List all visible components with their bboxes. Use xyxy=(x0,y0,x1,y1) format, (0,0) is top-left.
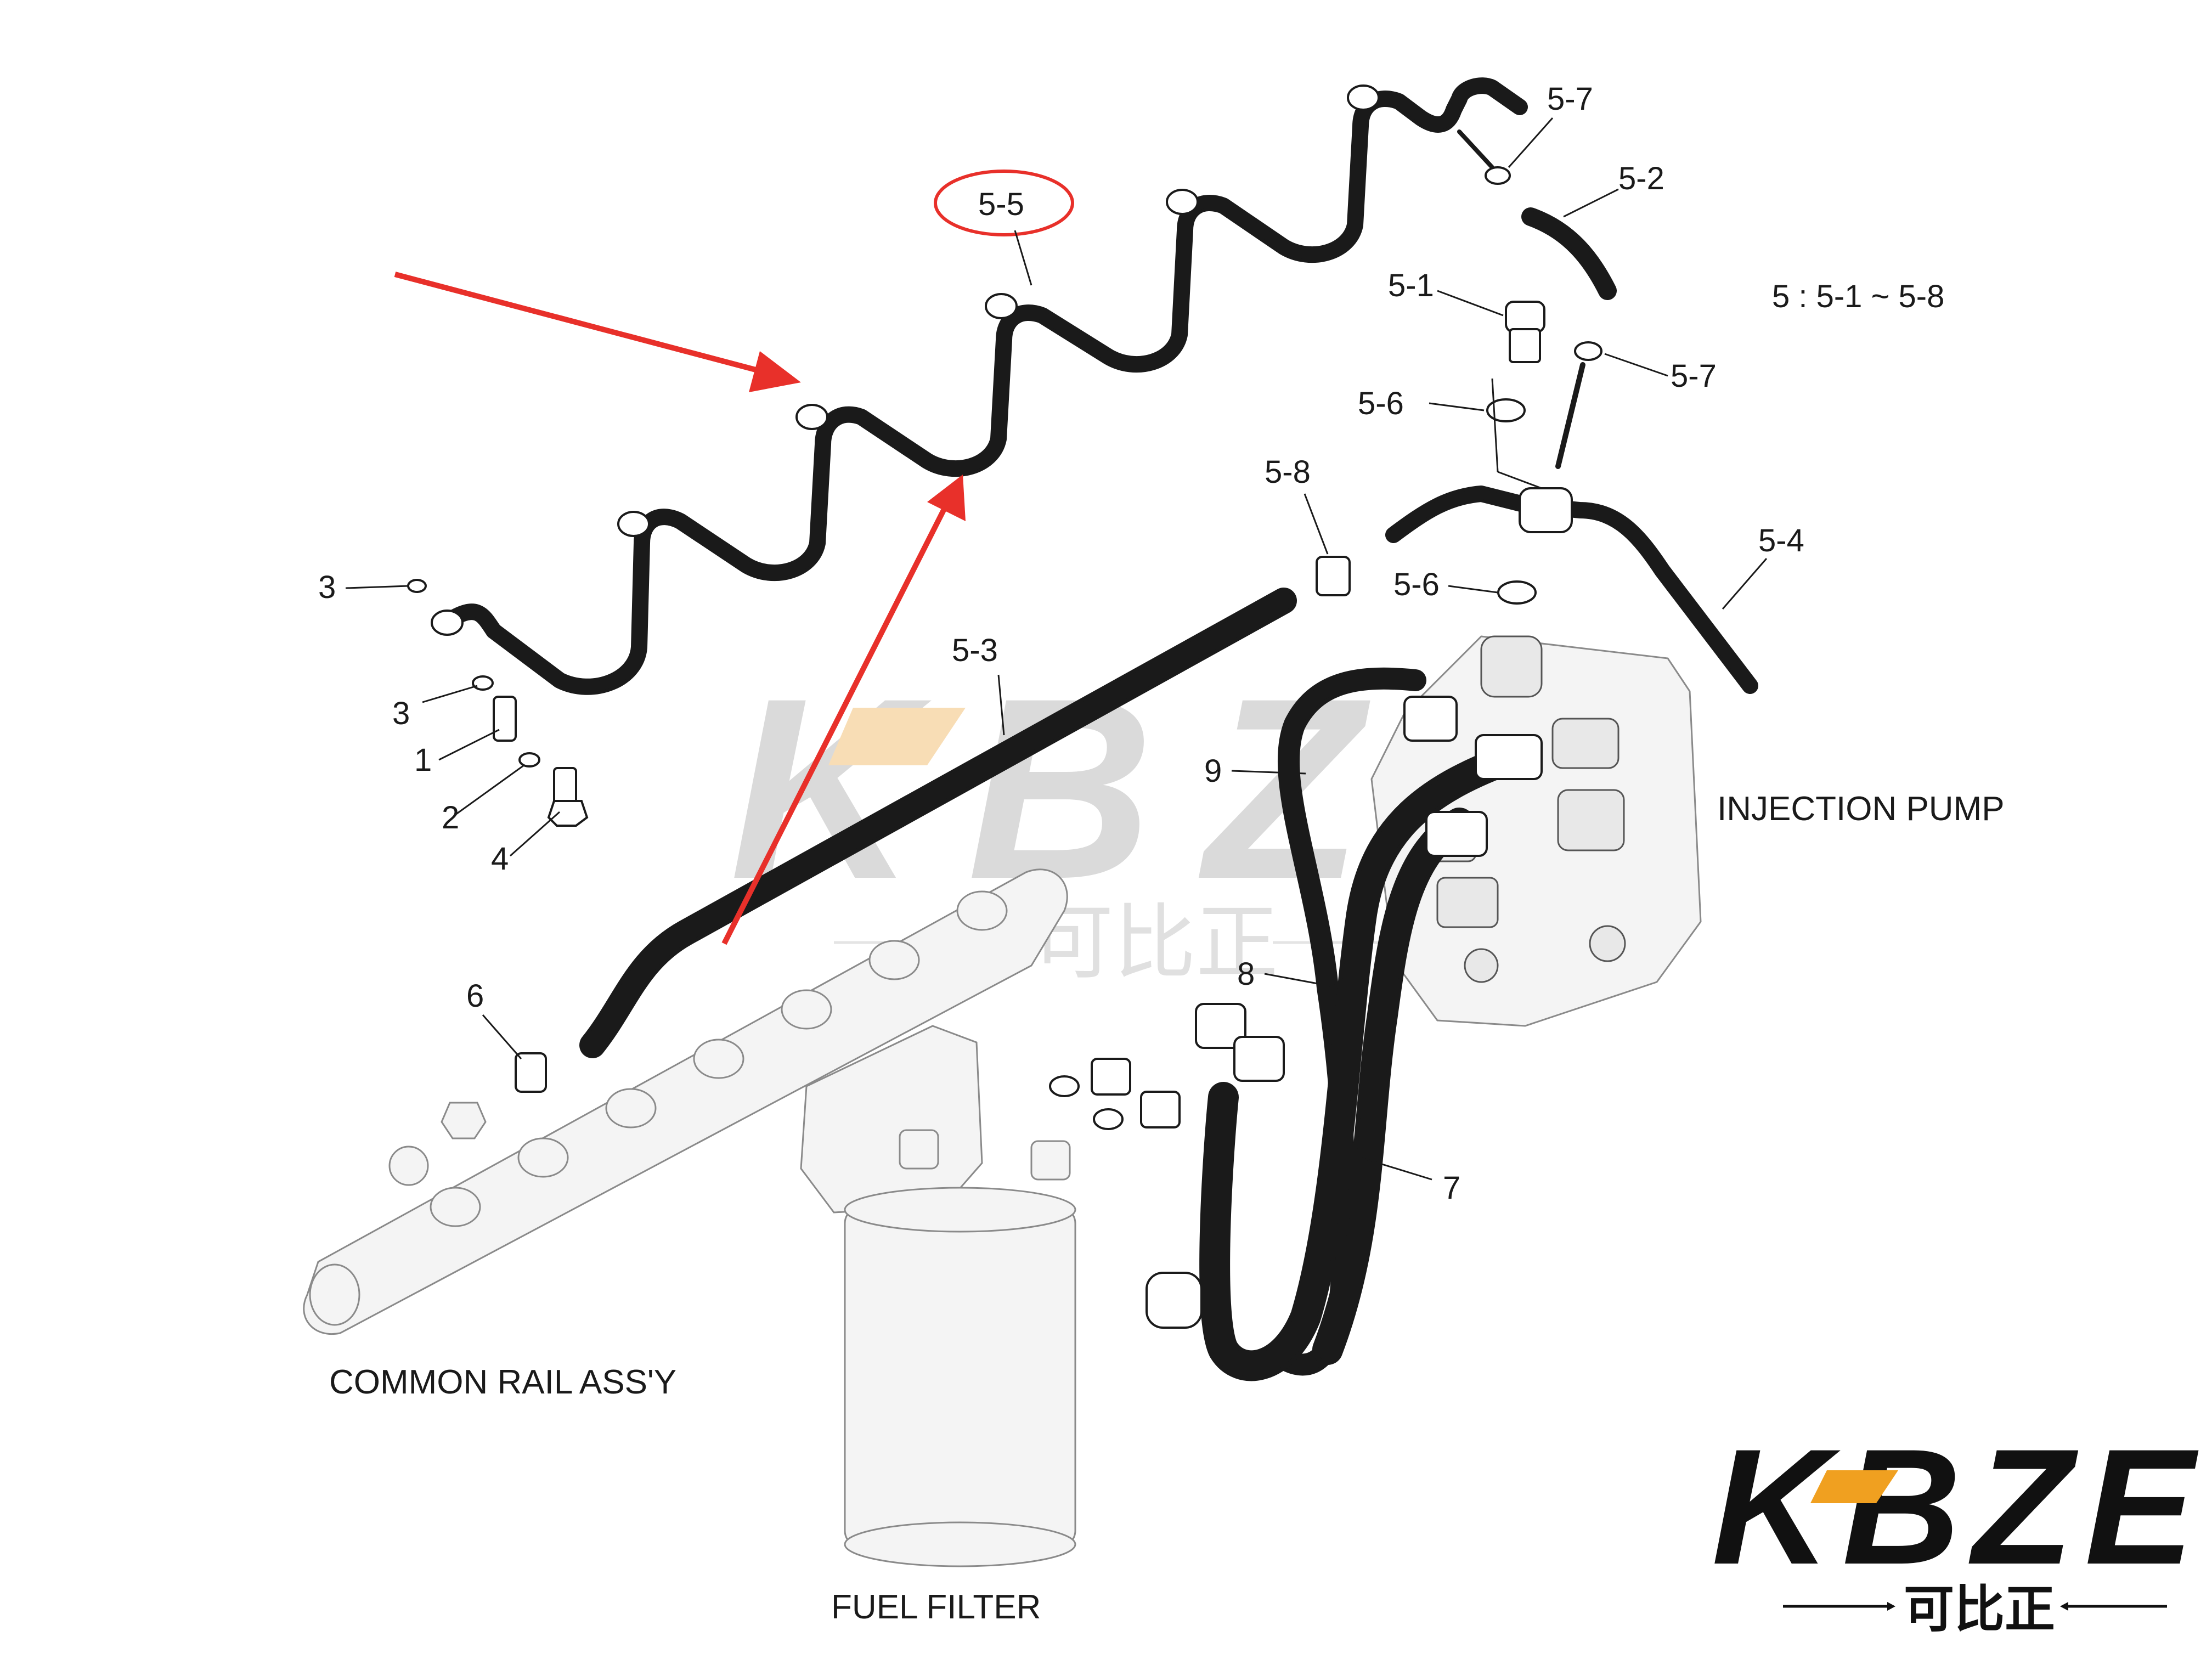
callout-5-2: 5-2 xyxy=(1618,161,1664,196)
callout-4: 4 xyxy=(491,841,509,877)
callout-5-7-top: 5-7 xyxy=(1547,81,1593,117)
callout-3-low: 3 xyxy=(392,696,410,731)
callout-5-5: 5-5 xyxy=(978,187,1024,222)
caption-common-rail: COMMON RAIL ASS'Y xyxy=(329,1363,676,1401)
highlight-annotations xyxy=(394,170,1074,945)
leader-lines xyxy=(345,117,1768,1181)
logo-brand: KBZE xyxy=(1712,1414,2200,1599)
logo-chinese: 可比正 xyxy=(1904,1580,2055,1639)
callout-6: 6 xyxy=(466,978,484,1014)
callout-5-6-mid: 5-6 xyxy=(1393,567,1440,602)
caption-fuel-filter: FUEL FILTER xyxy=(831,1588,1041,1626)
callout-5-1: 5-1 xyxy=(1388,268,1434,303)
callout-2: 2 xyxy=(442,800,459,836)
group-note: 5 : 5-1 ~ 5-8 xyxy=(1772,279,1944,314)
rail-ports xyxy=(430,890,1008,1227)
red-arrow-up xyxy=(721,475,966,945)
red-arrow-left xyxy=(394,272,801,392)
return-pipe-5-5 xyxy=(431,77,1528,695)
callout-3-top: 3 xyxy=(318,569,336,605)
fitting-parts-left xyxy=(407,579,589,827)
banjo-fitting xyxy=(431,84,1380,636)
callout-5-3: 5-3 xyxy=(952,633,998,668)
caption-injection-pump: INJECTION PUMP xyxy=(1717,790,2005,828)
hose-5-2 xyxy=(1457,129,1617,469)
watermark-chinese: 可比正 xyxy=(1031,895,1278,991)
tee-pipe-5-4 xyxy=(1385,378,1758,694)
callout-7: 7 xyxy=(1443,1170,1460,1206)
callout-labels: 5-5 5-7 5-2 5-1 5-7 5-6 5-8 5-6 5-4 5-3 … xyxy=(318,81,2005,1626)
callout-5-4: 5-4 xyxy=(1758,523,1804,558)
pipe-5-3 xyxy=(515,556,1351,1093)
common-rail xyxy=(303,868,1068,1335)
fuel-filter xyxy=(800,1025,1076,1567)
highlight-circle-5-5 xyxy=(934,170,1074,236)
callout-5-7-right: 5-7 xyxy=(1671,358,1717,394)
watermark-orange-accent xyxy=(828,708,966,765)
couplings xyxy=(1049,1058,1181,1130)
callout-9: 9 xyxy=(1204,753,1222,789)
callout-8: 8 xyxy=(1237,956,1255,992)
kbze-logo: KBZE 可比正 xyxy=(1712,1414,2200,1639)
callout-5-6-top: 5-6 xyxy=(1358,386,1404,421)
callout-5-8: 5-8 xyxy=(1265,454,1311,490)
callout-1: 1 xyxy=(414,742,432,778)
hoses-7-8-9 xyxy=(1146,667,1543,1381)
logo-orange-accent xyxy=(1810,1470,1898,1503)
banjo-bolt-5-1 xyxy=(1486,301,1545,605)
